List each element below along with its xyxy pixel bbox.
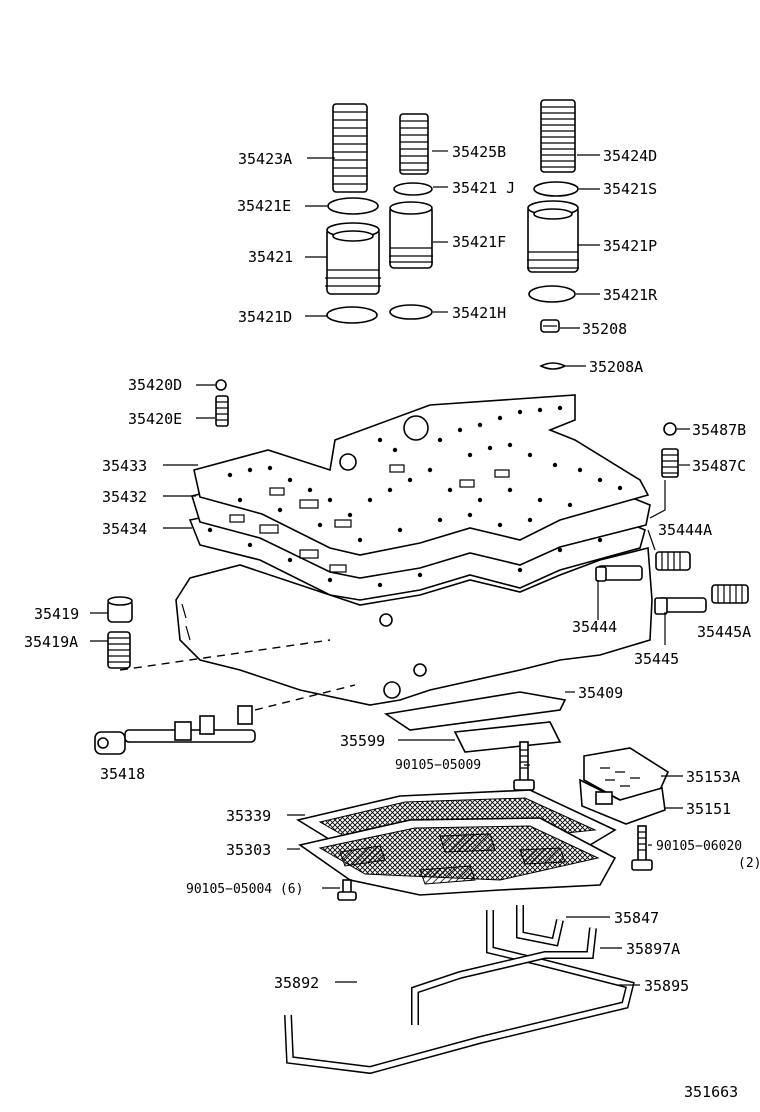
spring-35445a	[711, 584, 749, 604]
plug-35208	[540, 319, 560, 333]
label-35420d: 35420D	[128, 376, 182, 394]
part-labels: 35423A 35425B 35424D 35421E 35421 J 3542…	[24, 143, 760, 1101]
spring-35487c	[661, 448, 679, 478]
label-35420e: 35420E	[128, 410, 182, 428]
plate-35409	[383, 691, 567, 731]
label-35153a: 35153A	[686, 768, 740, 786]
label-90105-05009: 90105−05009	[395, 758, 481, 773]
label-35847: 35847	[614, 909, 659, 927]
label-35409: 35409	[578, 684, 623, 702]
oil-tubes	[284, 905, 635, 1075]
ring-35421j	[393, 182, 433, 196]
label-35444a: 35444A	[658, 521, 712, 539]
label-35151: 35151	[686, 800, 731, 818]
ring-35421h	[389, 304, 433, 320]
spring-35419a	[107, 631, 131, 669]
label-35421p: 35421P	[603, 237, 657, 255]
valve-35444	[595, 565, 643, 582]
label-35433: 35433	[102, 457, 147, 475]
label-35421f: 35421F	[452, 233, 506, 251]
clip-35208a	[539, 362, 567, 370]
label-35419a: 35419A	[24, 633, 78, 651]
label-35599: 35599	[340, 732, 385, 750]
label-35421j: 35421 J	[452, 179, 515, 197]
label-35421r: 35421R	[603, 286, 658, 304]
label-35424d: 35424D	[603, 147, 657, 165]
label-35421: 35421	[248, 248, 293, 266]
label-35418: 35418	[100, 765, 145, 783]
label-35895: 35895	[644, 977, 689, 995]
label-35423a: 35423A	[238, 150, 292, 168]
label-35444: 35444	[572, 618, 617, 636]
label-35339: 35339	[226, 807, 271, 825]
label-35434: 35434	[102, 520, 147, 538]
spring-35444a	[655, 551, 691, 571]
bolt-90105-06020	[631, 825, 653, 871]
spring-35423a	[332, 103, 368, 193]
label-35421s: 35421S	[603, 180, 657, 198]
figure-id: 351663	[684, 1083, 738, 1101]
valve-35445	[654, 597, 707, 615]
label-35892: 35892	[274, 974, 319, 992]
label-35421d: 35421D	[238, 308, 292, 326]
lower-valve-body	[175, 546, 653, 706]
valve-35418	[94, 705, 256, 755]
label-35208: 35208	[582, 320, 627, 338]
label-35487c: 35487C	[692, 457, 746, 475]
label-90105-06020: 90105−06020	[656, 839, 742, 854]
label-90105-06020-qty: (2)	[738, 856, 760, 871]
spring-35425b	[399, 113, 429, 175]
leader-lines	[90, 150, 690, 986]
bolt-90105-05004	[337, 879, 357, 901]
label-35208a: 35208A	[589, 358, 643, 376]
strainer-35303	[298, 817, 617, 896]
block-35151	[579, 778, 666, 825]
spring-35424d	[540, 99, 576, 173]
label-35432: 35432	[102, 488, 147, 506]
label-35303: 35303	[226, 841, 271, 859]
ring-35421d	[326, 306, 378, 324]
label-90105-05004: 90105−05004 (6)	[186, 882, 303, 897]
ball-35420d	[215, 379, 227, 391]
spring-35420e	[215, 395, 229, 427]
label-35425b: 35425B	[452, 143, 506, 161]
label-35445a: 35445A	[697, 623, 751, 641]
label-35419: 35419	[34, 605, 79, 623]
ball-35487b	[663, 422, 677, 436]
label-35421h: 35421H	[452, 304, 506, 322]
label-35487b: 35487B	[692, 421, 746, 439]
valve-body-plates	[188, 394, 651, 601]
ring-35421s	[533, 181, 579, 197]
sleeve-35421f	[389, 201, 433, 269]
bolt-90105-05009	[513, 741, 535, 791]
label-35421e: 35421E	[237, 197, 291, 215]
label-35897a: 35897A	[626, 940, 680, 958]
sleeve-35421	[325, 222, 381, 295]
ring-35421e	[327, 197, 379, 215]
sleeve-35421p	[527, 200, 579, 273]
plunger-35419	[107, 596, 133, 623]
strainer-35599	[453, 721, 562, 753]
label-35445: 35445	[634, 650, 679, 668]
ring-35421r	[528, 285, 576, 303]
